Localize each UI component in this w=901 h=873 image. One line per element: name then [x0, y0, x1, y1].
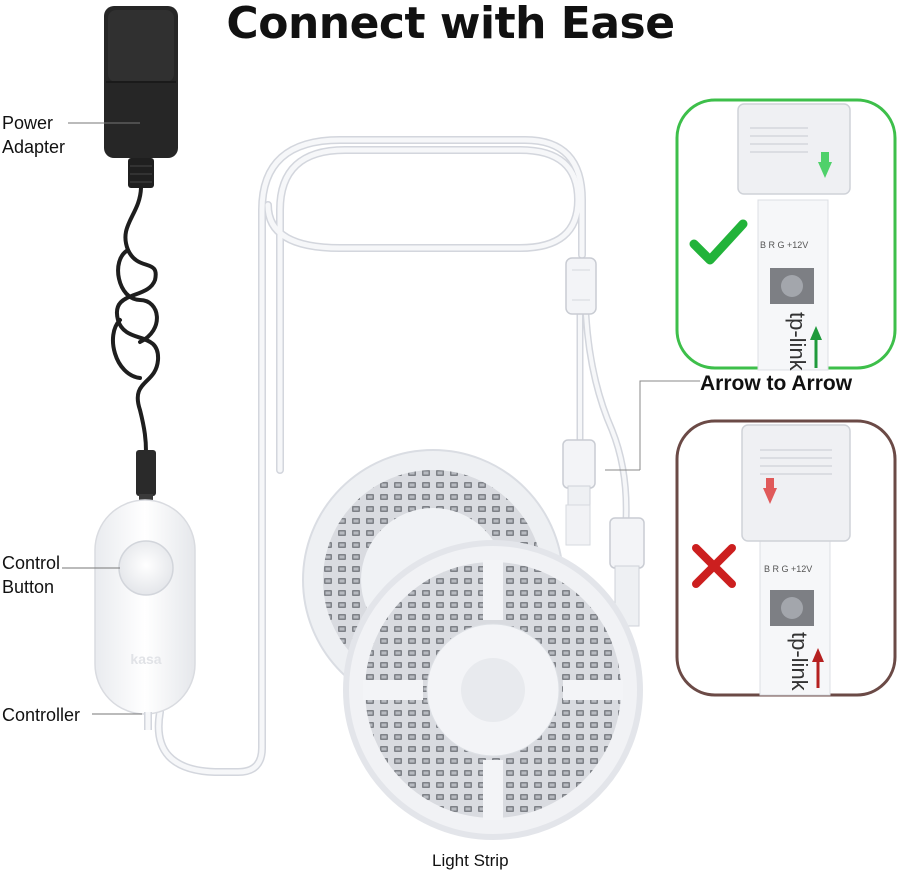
strip-pins-label-2: B R G +12V — [764, 564, 812, 574]
controller-brand: kasa — [130, 651, 161, 667]
page-title: Connect with Ease — [226, 0, 675, 49]
strip-brand: tp-link — [785, 312, 810, 372]
power-cord — [110, 186, 161, 454]
check-icon — [689, 219, 748, 265]
power-adapter — [104, 6, 178, 188]
control-button-label: Control Button — [2, 553, 61, 597]
strip-brand-2: tp-link — [787, 632, 812, 692]
controller-label: Controller — [2, 705, 81, 725]
panel-incorrect-connection: B R G +12V tp-link — [675, 419, 897, 697]
arrow-to-arrow-label: Arrow to Arrow — [700, 372, 853, 395]
power-adapter-label: Power Adapter — [2, 113, 66, 157]
splitter-connector — [565, 257, 597, 315]
light-strip-reel-front — [343, 540, 643, 840]
strip-connector-1 — [562, 439, 596, 509]
light-strip-label: Light Strip — [432, 851, 509, 870]
strip-pins-label: B R G +12V — [760, 240, 808, 250]
panel-correct-connection: B R G +12V tp-link — [675, 98, 897, 372]
controller: kasa — [94, 499, 196, 730]
control-button-icon — [118, 540, 174, 596]
x-icon — [692, 544, 736, 588]
